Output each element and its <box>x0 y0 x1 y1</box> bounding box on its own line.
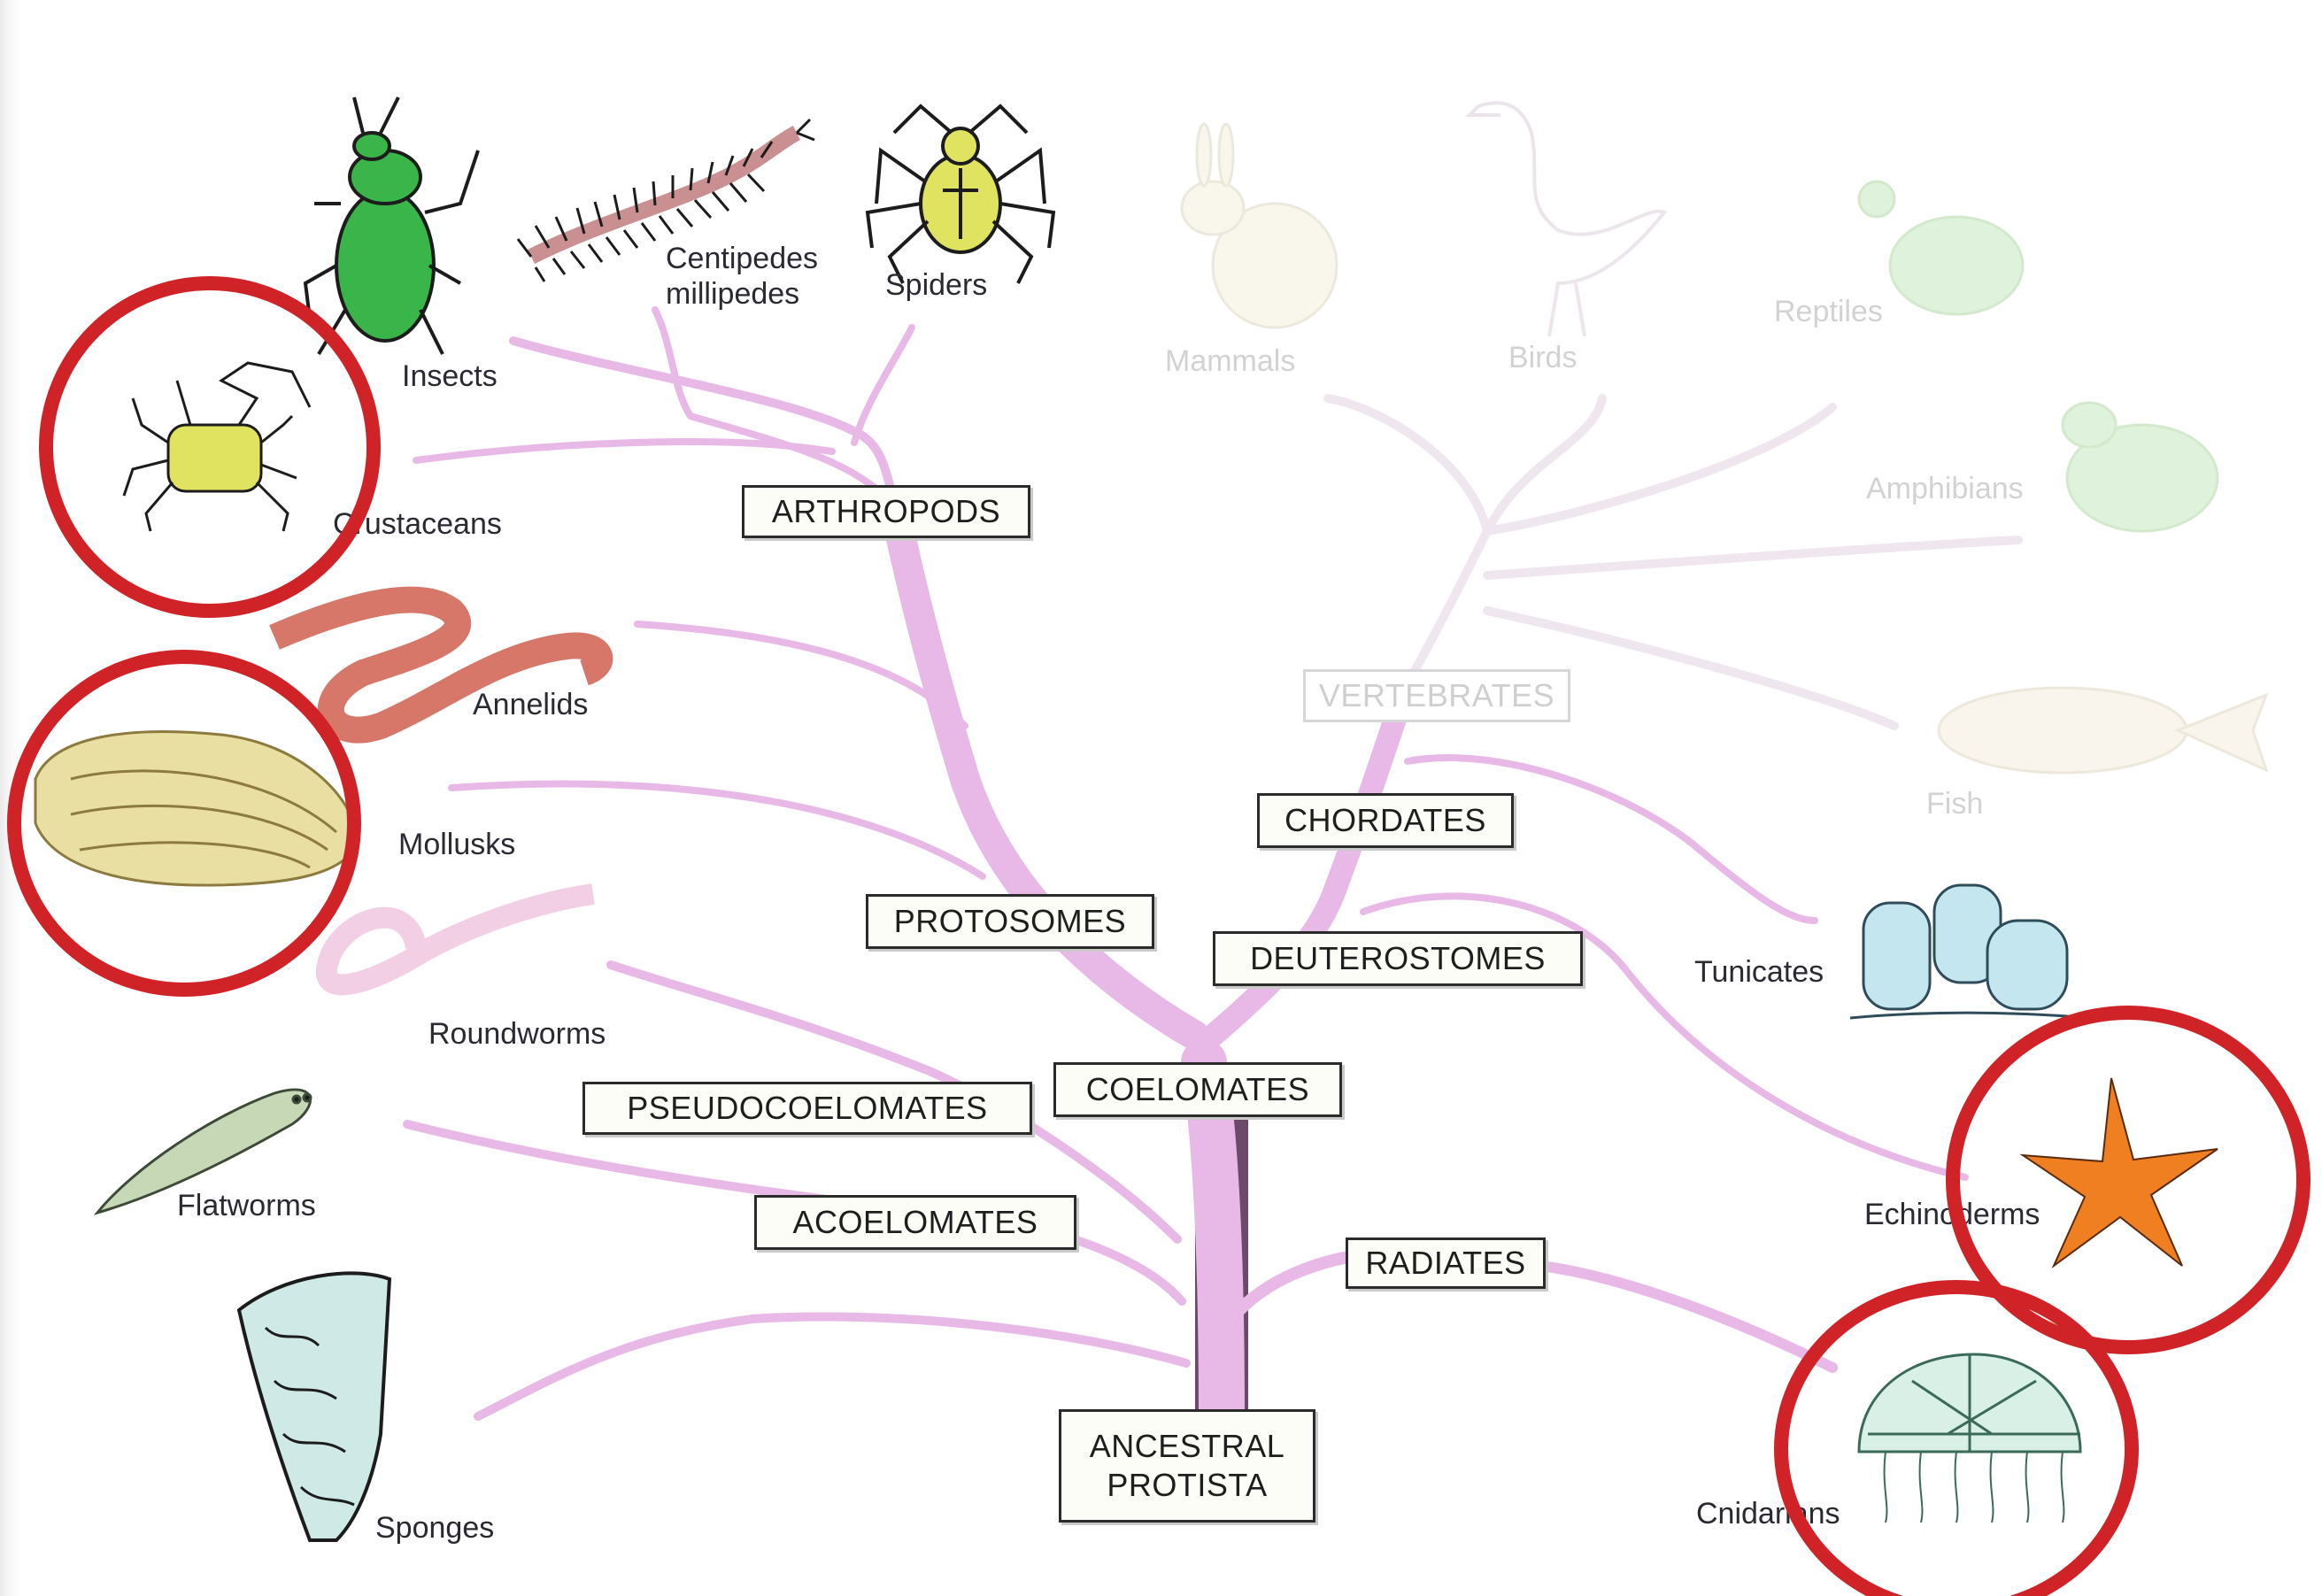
node-chordates: CHORDATES <box>1257 793 1514 848</box>
label-mollusks: Mollusks <box>398 827 515 862</box>
amphibian-illustration <box>2063 403 2218 531</box>
label-amphibians: Amphibians <box>1866 471 2024 506</box>
fish-illustration <box>1939 688 2266 773</box>
highlight-ring-mollusks <box>7 650 361 997</box>
node-coelomates: COELOMATES <box>1053 1062 1342 1117</box>
node-acoelomates: ACOELOMATES <box>754 1195 1076 1250</box>
node-protosomes: PROTOSOMES <box>866 894 1154 949</box>
label-roundworms: Roundworms <box>428 1016 606 1052</box>
insect-illustration <box>305 97 478 354</box>
reptile-illustration <box>1859 181 2023 314</box>
label-mammals: Mammals <box>1165 343 1295 379</box>
node-deuterostomes: DEUTEROSTOMES <box>1213 931 1583 986</box>
root-line-1: ANCESTRAL <box>1090 1427 1285 1466</box>
roundworm-illustration <box>327 894 593 984</box>
node-vertebrates: VERTEBRATES <box>1303 669 1570 722</box>
root-line-2: PROTISTA <box>1107 1466 1267 1505</box>
label-spiders: Spiders <box>885 267 987 303</box>
label-insects: Insects <box>402 359 498 394</box>
highlight-ring-crustaceans <box>39 276 381 618</box>
label-centipedes-line-2: millipedes <box>666 276 818 312</box>
label-flatworms: Flatworms <box>177 1188 316 1223</box>
main-branches <box>407 310 1965 1416</box>
label-fish: Fish <box>1926 786 1983 821</box>
node-arthropods: ARTHROPODS <box>742 485 1030 538</box>
label-birds: Birds <box>1508 340 1577 375</box>
tunicate-illustration <box>1850 885 2089 1018</box>
bird-illustration <box>1470 103 1664 336</box>
spider-illustration <box>868 106 1053 283</box>
mammal-illustration <box>1182 124 1337 328</box>
label-annelids: Annelids <box>473 687 588 722</box>
label-centipedes: Centipedes millipedes <box>666 241 818 312</box>
label-centipedes-line-1: Centipedes <box>666 241 818 276</box>
sponge-illustration <box>239 1273 390 1540</box>
node-radiates: RADIATES <box>1346 1237 1546 1289</box>
label-tunicates: Tunicates <box>1694 954 1824 990</box>
node-ancestral-protista: ANCESTRAL PROTISTA <box>1059 1409 1315 1523</box>
label-reptiles: Reptiles <box>1774 294 1883 329</box>
node-pseudocoelomates: PSEUDOCOELOMATES <box>582 1082 1032 1135</box>
label-sponges: Sponges <box>375 1510 494 1546</box>
